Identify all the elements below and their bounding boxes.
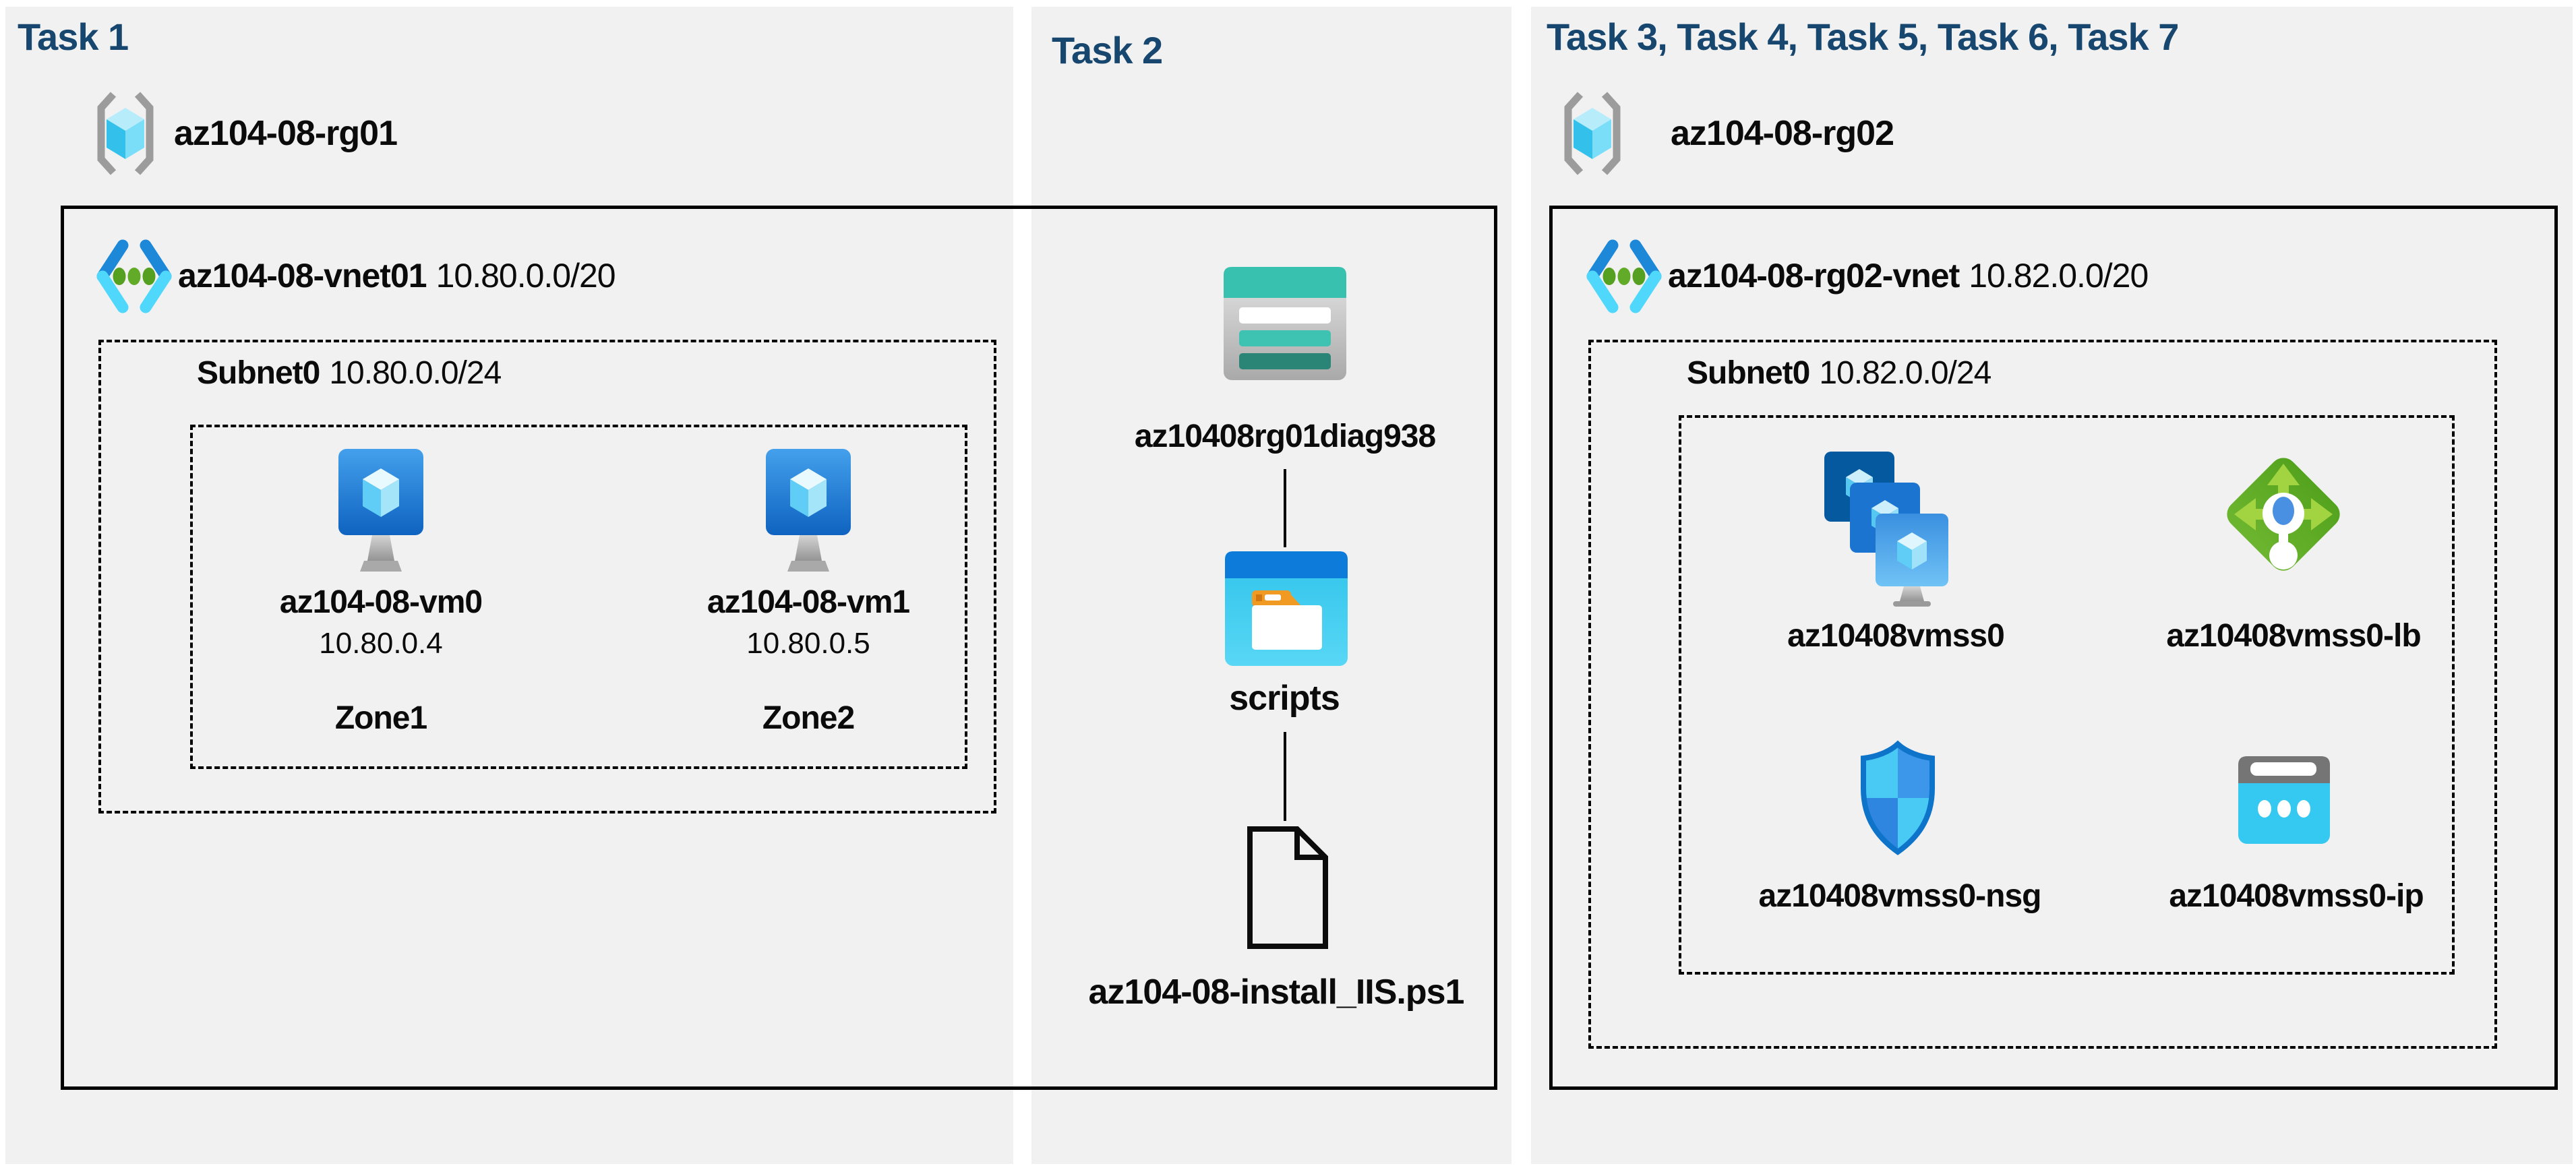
load-balancer-icon — [2227, 458, 2340, 571]
task1-zones-box — [190, 425, 967, 769]
task3-vnet-name: az104-08-rg02-vnet — [1668, 257, 1960, 295]
task1-vnet-cidr: 10.80.0.0/20 — [436, 257, 616, 295]
vm1-zone-label: Zone2 — [762, 700, 855, 736]
vm1-ip-label: 10.80.0.5 — [746, 627, 870, 660]
task3-vnet-cidr: 10.82.0.0/20 — [1969, 257, 2149, 295]
vmss-label: az10408vmss0 — [1787, 618, 2005, 654]
vm0-name-label: az104-08-vm0 — [279, 584, 483, 620]
public-ip-icon — [2238, 756, 2330, 844]
task3-subnet-box — [1588, 340, 2497, 1049]
script-file-icon — [1247, 826, 1328, 949]
task1-heading: Task 1 — [18, 16, 129, 58]
script-file-label: az104-08-install_IIS.ps1 — [1088, 973, 1465, 1012]
task3-column — [1531, 7, 2573, 1164]
task3-resource-group-label: az104-08-rg02 — [1671, 114, 1894, 153]
storage-account-icon — [1224, 267, 1346, 380]
task3-subnet-cidr: 10.82.0.0/24 — [1819, 355, 1991, 391]
task2-heading: Task 2 — [1052, 29, 1163, 71]
resource-group-icon — [97, 92, 154, 175]
task3-heading: Task 3, Task 4, Task 5, Task 6, Task 7 — [1547, 16, 2179, 58]
task1-resource-group-label: az104-08-rg01 — [174, 114, 398, 153]
scripts-folder-label: scripts — [1229, 679, 1340, 718]
nsg-label: az10408vmss0-nsg — [1758, 878, 2042, 914]
task3-subnet-name: Subnet0 — [1687, 355, 1810, 391]
connector-scripts-to-file — [1284, 732, 1286, 821]
task1-vnet-name: az104-08-vnet01 — [178, 257, 427, 295]
virtual-machine-icon-vm1 — [766, 449, 851, 572]
storage-account-label: az10408rg01diag938 — [1134, 419, 1436, 454]
scripts-folder-icon — [1225, 551, 1348, 666]
vm-scale-set-icon — [1824, 452, 1948, 607]
task3-resources-box — [1679, 415, 2455, 975]
task1-vnet-box — [61, 206, 1497, 1090]
network-security-group-icon — [1861, 740, 1935, 855]
resource-group-icon-rg02 — [1564, 92, 1621, 175]
task1-subnet-box — [98, 340, 996, 814]
load-balancer-label: az10408vmss0-lb — [2166, 618, 2421, 654]
virtual-machine-icon-vm0 — [338, 449, 423, 572]
task3-vnet-box — [1549, 206, 2558, 1090]
vm0-zone-label: Zone1 — [334, 700, 427, 736]
public-ip-label: az10408vmss0-ip — [2169, 878, 2424, 914]
connector-storage-to-scripts — [1284, 469, 1286, 547]
virtual-network-icon — [96, 239, 172, 313]
virtual-network-icon-rg02 — [1586, 239, 1662, 313]
task1-subnet-cidr: 10.80.0.0/24 — [329, 355, 502, 391]
vm0-ip-label: 10.80.0.4 — [319, 627, 443, 660]
task1-column — [5, 7, 1013, 1164]
task1-subnet-name: Subnet0 — [197, 355, 320, 391]
vm1-name-label: az104-08-vm1 — [707, 584, 910, 620]
